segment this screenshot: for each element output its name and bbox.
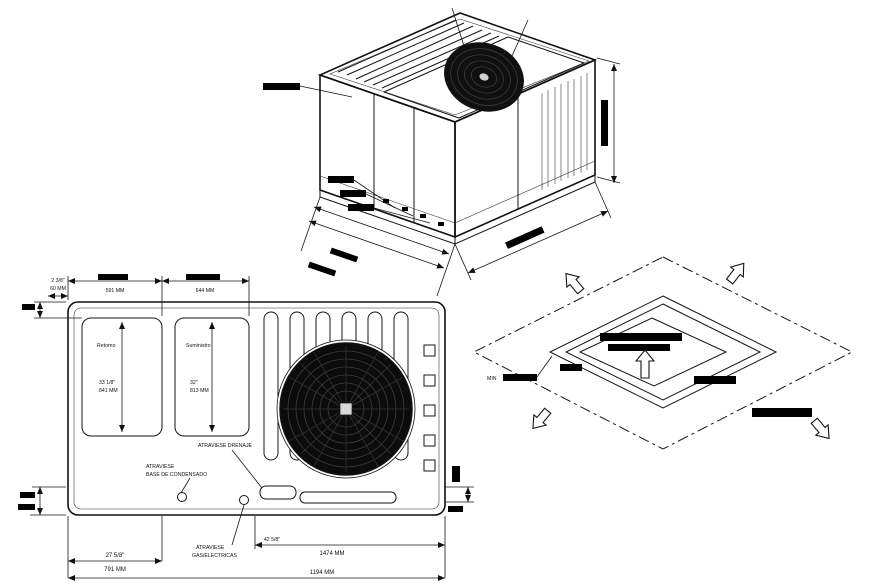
iso-top-leader-2 bbox=[511, 19, 529, 57]
clearance-boundary bbox=[472, 256, 854, 450]
dim-top-b-mm: 644 MM bbox=[196, 288, 215, 294]
iso-louver-grille bbox=[337, 19, 500, 89]
iso-top-face-inner bbox=[329, 18, 590, 116]
return-opening-dim-in: 33 1/8" bbox=[99, 380, 115, 386]
roof-label-bar-bottom-right bbox=[752, 408, 812, 417]
dim-top-small-in: 2 3/8" bbox=[51, 278, 65, 284]
dim-bottom-a-in: 27 5/8" bbox=[106, 553, 125, 559]
supply-opening-label: Suministro bbox=[186, 343, 211, 349]
plan-left-dimensions bbox=[18, 301, 82, 516]
roof-label-bar-1 bbox=[600, 333, 682, 341]
clearance-arrow-top-left bbox=[565, 272, 585, 295]
condenser-fan-iso bbox=[444, 42, 524, 112]
callout-gas-line2: GAS/ELECTRICAS bbox=[192, 553, 238, 559]
unit-body-inner-outline bbox=[73, 307, 440, 510]
callout-condensate-line1: ATRAVIESE bbox=[146, 464, 175, 470]
roof-min-clearance-label: MIN bbox=[487, 376, 497, 382]
iso-left-face-panels bbox=[319, 94, 456, 226]
base-knockouts bbox=[177, 485, 397, 505]
plan-right-dimensions bbox=[445, 466, 474, 512]
isometric-view bbox=[263, 7, 621, 297]
plan-view: Retorno 33 1/8" 841 MM Suministro 32" 81… bbox=[18, 274, 474, 581]
roof-min-clearance-bar bbox=[503, 374, 537, 381]
roof-opening-view: MIN bbox=[472, 256, 854, 450]
iso-left-label-leader bbox=[299, 85, 353, 98]
connection-ports bbox=[423, 344, 436, 472]
return-opening-dim-mm: 841 MM bbox=[99, 388, 118, 394]
iso-top-leader-1 bbox=[451, 7, 465, 47]
return-opening-label: Retorno bbox=[97, 343, 116, 349]
iso-left-label-bar bbox=[263, 83, 300, 90]
iso-length-dimension bbox=[454, 181, 612, 281]
callout-condensate-line2: BASE DE CONDENSADO bbox=[146, 472, 207, 478]
callout-gas-line1: ATRAVIESE bbox=[196, 545, 225, 551]
fan-hub bbox=[339, 402, 353, 416]
plan-bottom-dimensions: 27 5/8" 791 MM 42 5/8" 1474 MM 1194 MM bbox=[67, 516, 446, 581]
clearance-arrow-bottom-right bbox=[810, 417, 830, 440]
roof-label-bar-2 bbox=[608, 344, 670, 351]
iso-fan-panel bbox=[383, 36, 585, 119]
roof-label-bar-left-small bbox=[560, 364, 582, 371]
airflow-up-arrow bbox=[634, 349, 656, 379]
dim-top-small-mm: 60 MM bbox=[50, 286, 66, 292]
iso-left-face bbox=[319, 73, 456, 239]
roof-curb-outer bbox=[548, 295, 778, 409]
duct-opening bbox=[578, 317, 728, 387]
clearance-arrow-bottom-left bbox=[532, 407, 552, 430]
supply-opening-dim-mm: 813 MM bbox=[190, 388, 209, 394]
dim-bottom-b-in: 42 5/8" bbox=[264, 537, 280, 543]
dim-top-a-mm: 591 MM bbox=[106, 288, 125, 294]
supply-opening-dim-in: 32" bbox=[190, 380, 198, 386]
return-air-opening: Retorno 33 1/8" 841 MM bbox=[81, 317, 163, 437]
clearance-arrow-top-right bbox=[725, 262, 745, 285]
unit-body-outline bbox=[67, 301, 446, 516]
iso-height-dimension bbox=[596, 57, 621, 184]
roof-label-bar-right bbox=[694, 376, 736, 384]
dim-bottom-c-mm: 1194 MM bbox=[310, 570, 335, 576]
supply-air-opening: Suministro 32" 813 MM bbox=[174, 317, 250, 437]
dim-bottom-a-mm: 791 MM bbox=[104, 567, 126, 573]
dim-bottom-b-mm: 1474 MM bbox=[319, 551, 344, 557]
callout-drain-label: ATRAVIESE DRENAJE bbox=[198, 443, 253, 449]
roof-curb-inner bbox=[564, 303, 762, 401]
plan-callouts: ATRAVIESE DRENAJE ATRAVIESE BASE DE COND… bbox=[146, 443, 263, 559]
condenser-fan-plan bbox=[276, 339, 416, 479]
roof-min-leader bbox=[536, 355, 553, 378]
plan-top-dimensions: 591 MM 644 MM 2 3/8" 60 MM bbox=[48, 274, 250, 316]
iso-utility-callouts bbox=[300, 176, 456, 297]
